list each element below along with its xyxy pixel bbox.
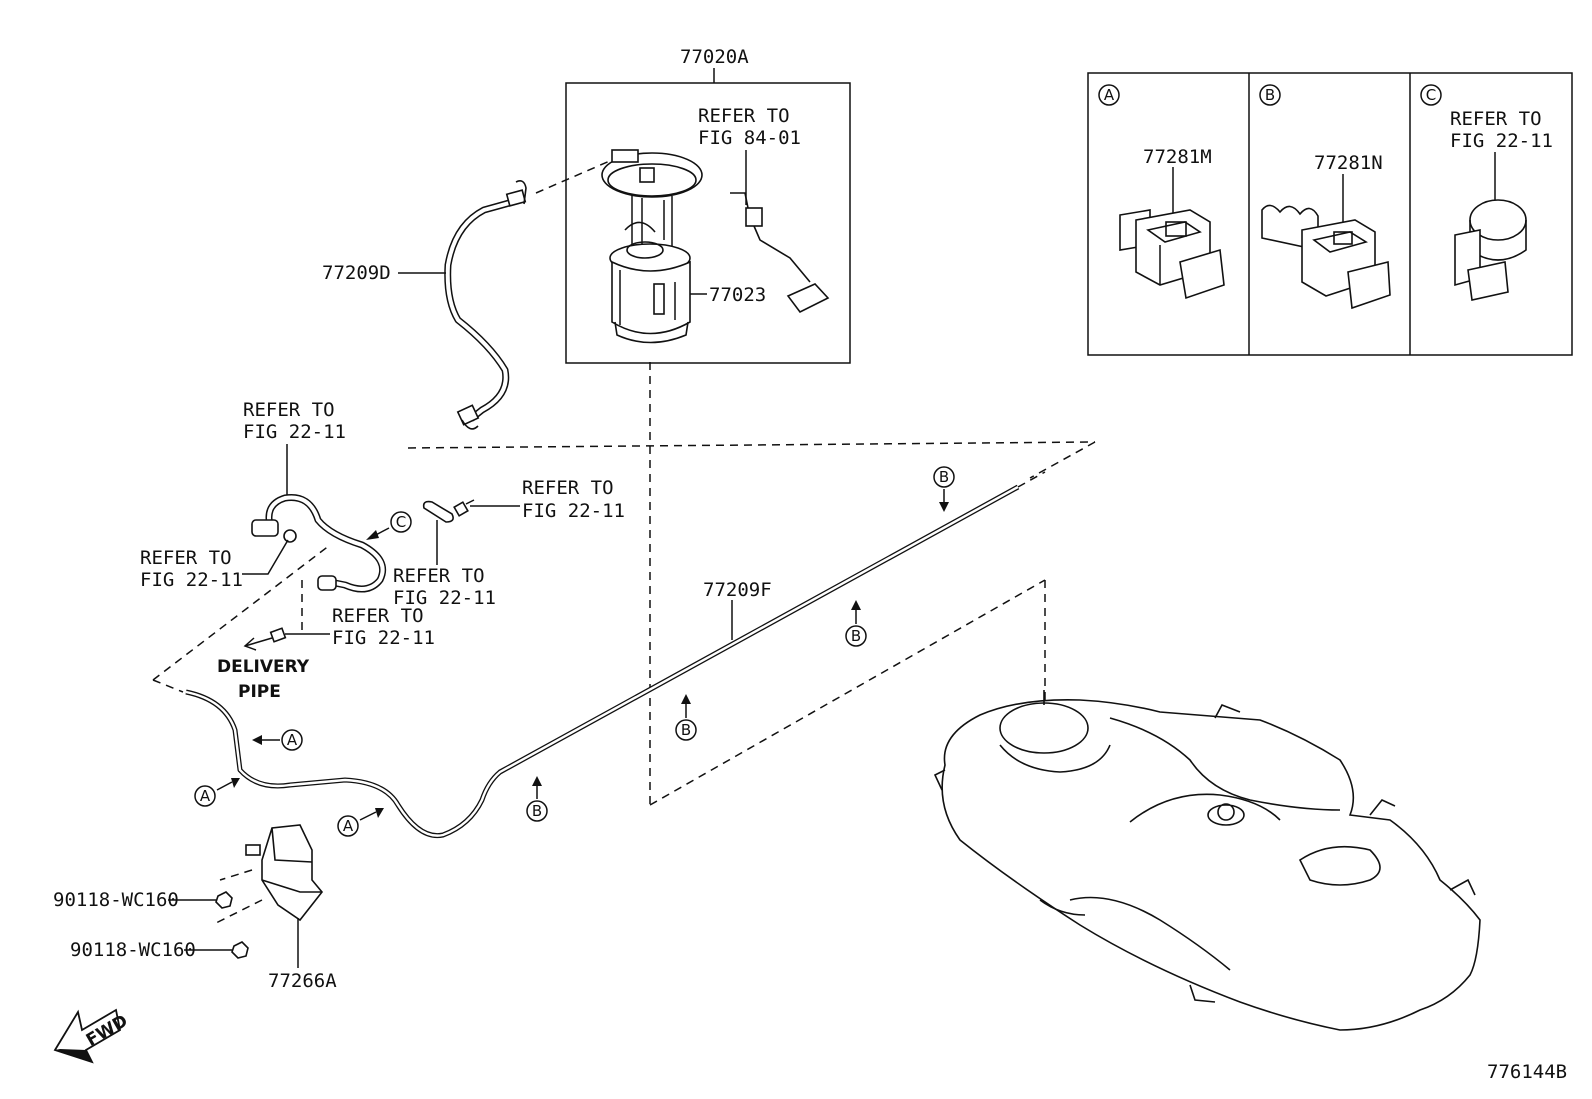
callout-b-2: B	[675, 694, 697, 741]
figure-id: 776144B	[1487, 1061, 1567, 1083]
part-label-77209f: 77209F	[703, 579, 772, 601]
fuel-pump-assembly-box	[565, 82, 851, 364]
panel-c-letter: C	[1426, 86, 1436, 104]
ref-label-84-01-line1: REFER TO	[698, 105, 790, 127]
part-label-77281n: 77281N	[1314, 152, 1383, 174]
callout-a-1-letter: A	[287, 731, 298, 749]
fuel-pump-drawing	[601, 149, 703, 344]
delivery-label-word1: DELIVERY	[217, 657, 310, 677]
part-label-77266a: 77266A	[268, 970, 337, 992]
callout-b-1: B	[526, 776, 548, 822]
part-label-77023: 77023	[709, 284, 766, 306]
callout-a-2: A	[194, 778, 240, 807]
callout-b-2-letter: B	[681, 721, 691, 739]
fwd-arrow-icon: FWD	[53, 1008, 131, 1064]
arrow-c	[366, 530, 379, 540]
ref-label-bolt-line1: REFER TO	[522, 477, 614, 499]
ref-label-c-line1: REFER TO	[1450, 108, 1542, 130]
ref-label-left-line1: REFER TO	[140, 547, 232, 569]
nut-lower	[231, 941, 249, 959]
small-clamp	[269, 627, 287, 643]
filler-hose-assembly	[251, 493, 387, 593]
protector-77266a	[245, 824, 324, 922]
clamp-panel-c: C REFER TO FIG 22-11	[1420, 84, 1553, 301]
callout-a-1: A	[252, 729, 303, 751]
part-label-77281m: 77281M	[1143, 146, 1212, 168]
callout-a-2-letter: A	[200, 787, 211, 805]
ref-label-left-line2: FIG 22-11	[140, 569, 243, 591]
panel-b-letter: B	[1265, 86, 1275, 104]
callout-b-1-letter: B	[532, 802, 542, 820]
clamp-panel-b: B 77281N	[1259, 84, 1391, 310]
callout-a-3: A	[337, 808, 384, 837]
pipe-label-word2: PIPE	[238, 682, 281, 702]
part-label-77020a: 77020A	[680, 46, 749, 68]
part-label-nut-lower: 90118-WC160	[70, 939, 196, 961]
fuel-pump-assembly-group: 77020A 77023	[565, 46, 851, 364]
ref-label-top-line1: REFER TO	[243, 399, 335, 421]
clamp-77281m-drawing	[1119, 209, 1225, 300]
clamp-detail-box: A 77281M B 77281N	[1087, 72, 1573, 356]
fuel-sender-gauge	[730, 192, 830, 314]
clamp-panel-a: A 77281M	[1098, 84, 1225, 300]
delivery-pipe-label: DELIVERY	[217, 657, 310, 677]
callout-c-letter: C	[396, 513, 406, 531]
ref-label-bracket-line2: FIG 22-11	[393, 587, 496, 609]
ref-label-84-01-line2: FIG 84-01	[698, 127, 801, 149]
hose-77209d	[444, 180, 527, 430]
callout-b-4-letter: B	[939, 468, 949, 486]
fuel-tank	[933, 690, 1481, 1031]
fuel-tube-77209f	[185, 471, 1046, 839]
ref-label-clamp-line2: FIG 22-11	[332, 627, 435, 649]
ref-label-c-line2: FIG 22-11	[1450, 130, 1553, 152]
ref-label-clamp-line1: REFER TO	[332, 605, 424, 627]
callout-b-3-letter: B	[851, 627, 861, 645]
callout-b-3: B	[845, 600, 867, 647]
ref-label-bracket-line1: REFER TO	[393, 565, 485, 587]
ref-label-top-line2: FIG 22-11	[243, 421, 346, 443]
part-label-nut-upper: 90118-WC160	[53, 889, 179, 911]
ref-label-bolt-line2: FIG 22-11	[522, 500, 625, 522]
clamp-77281n-drawing	[1261, 204, 1391, 310]
clamp-c-drawing	[1454, 199, 1527, 301]
callout-b-4: B	[933, 466, 955, 512]
callout-a-3-letter: A	[343, 817, 354, 835]
bracket-bolt	[422, 499, 475, 523]
part-label-77209d: 77209D	[322, 262, 391, 284]
panel-a-letter: A	[1104, 86, 1115, 104]
nut-upper	[215, 891, 233, 909]
